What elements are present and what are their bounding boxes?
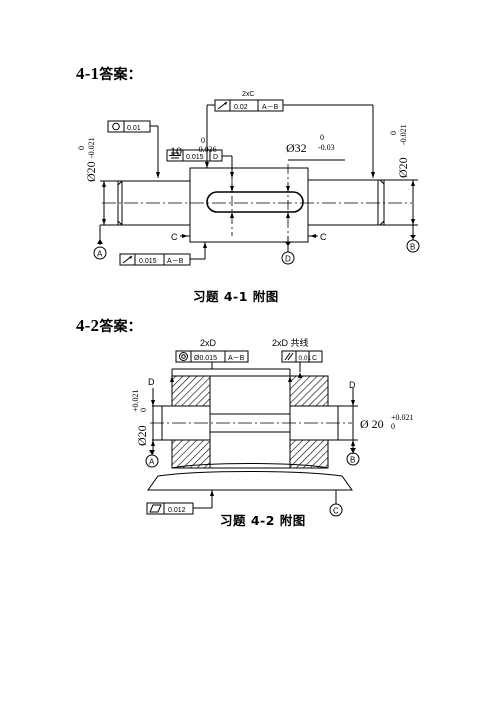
wall-right-top — [289, 375, 329, 407]
dim-right-lower: -0.021 — [399, 124, 408, 145]
dim-keyway-upper: 0 — [201, 136, 205, 145]
fcf-concentricity-tolerance: Ø0.015 — [194, 355, 217, 362]
wall-right-bottom — [289, 439, 329, 469]
datum-d-circle — [281, 251, 295, 265]
figure-4-1-caption: 习题 4-1 附图 — [193, 289, 279, 304]
datum-a-letter: A — [97, 250, 103, 259]
figure-4-2-caption: 习题 4-2 附图 — [220, 513, 306, 528]
heading-number: 4-2 — [76, 316, 100, 335]
wall-left-bottom — [171, 439, 211, 469]
dim-keyway-main: 10 — [170, 144, 182, 158]
fcf-parallelism-tolerance: 0.01 — [299, 355, 312, 362]
keyway-slot — [206, 191, 304, 213]
heading-label: 答案： — [99, 67, 142, 83]
wall-left-top — [171, 375, 211, 407]
fcf-top-datum: A－B — [262, 104, 279, 111]
label-2xd-coline: 2xD 共线 — [272, 337, 309, 348]
heading-4-2: 4-2答案： — [76, 316, 142, 336]
section-c-right: C — [320, 232, 327, 242]
dim-right-upper: 0 — [389, 131, 398, 135]
label-d-right: D — [349, 380, 356, 390]
dim-right-tolerance: +0.021 — [391, 413, 414, 422]
heading-4-1: 4-1答案： — [76, 64, 142, 84]
datum-b-letter: B — [350, 456, 355, 465]
heading-number: 4-1 — [76, 64, 100, 83]
fcf-top-tolerance: 0.02 — [234, 104, 248, 111]
dim-keyway-lower: -0.036 — [196, 145, 217, 154]
heading-label: 答案： — [99, 319, 142, 335]
dim-left-lower: -0.021 — [87, 137, 96, 158]
dim-32-lower: -0.03 — [318, 143, 335, 152]
datum-d-letter: D — [285, 255, 291, 264]
datum-a-letter: A — [149, 458, 155, 467]
label-2xd: 2xD — [200, 338, 217, 348]
datum-b-letter: B — [410, 243, 415, 252]
section-c-left: C — [171, 232, 178, 242]
dim-32-main: Ø32 — [286, 141, 307, 155]
dim-left-diameter: Ø20 — [135, 425, 149, 446]
fcf-parallelism-datum: C — [312, 355, 317, 362]
inner-bore — [209, 375, 291, 469]
fcf-bottom-tolerance: 0.015 — [139, 258, 157, 265]
fcf-concentricity-datum: A－B — [228, 355, 245, 362]
fcf-flatness-tolerance: 0.012 — [168, 507, 186, 514]
dim-right-diameter: Ø 20 — [360, 417, 384, 431]
dim-left-lower: 0 — [139, 408, 148, 412]
dim-right-lower: 0 — [391, 422, 395, 431]
dim-left-diameter: Ø20 — [84, 161, 98, 182]
fcf-symmetry-tolerance: 0.015 — [186, 154, 204, 161]
fcf-symmetry-datum: D — [213, 154, 218, 161]
fcf-parallelism-frame — [281, 350, 323, 363]
datum-a-circle — [93, 246, 107, 260]
datum-c-letter: C — [333, 507, 339, 516]
dim-right-diameter: Ø20 — [396, 157, 410, 178]
base-plate — [147, 471, 353, 491]
dim-left-upper: 0 — [77, 146, 86, 150]
dim-32-upper: 0 — [320, 133, 324, 142]
label-d-left: D — [148, 377, 155, 387]
dim-left-tolerance: +0.021 — [131, 389, 140, 412]
datum-b-circle — [406, 239, 420, 253]
label-2xc: 2xC — [242, 91, 254, 98]
fcf-circularity-tolerance: 0.01 — [127, 125, 141, 132]
fcf-bottom-datum: A－B — [167, 258, 184, 265]
shaft-right-step — [307, 179, 385, 226]
